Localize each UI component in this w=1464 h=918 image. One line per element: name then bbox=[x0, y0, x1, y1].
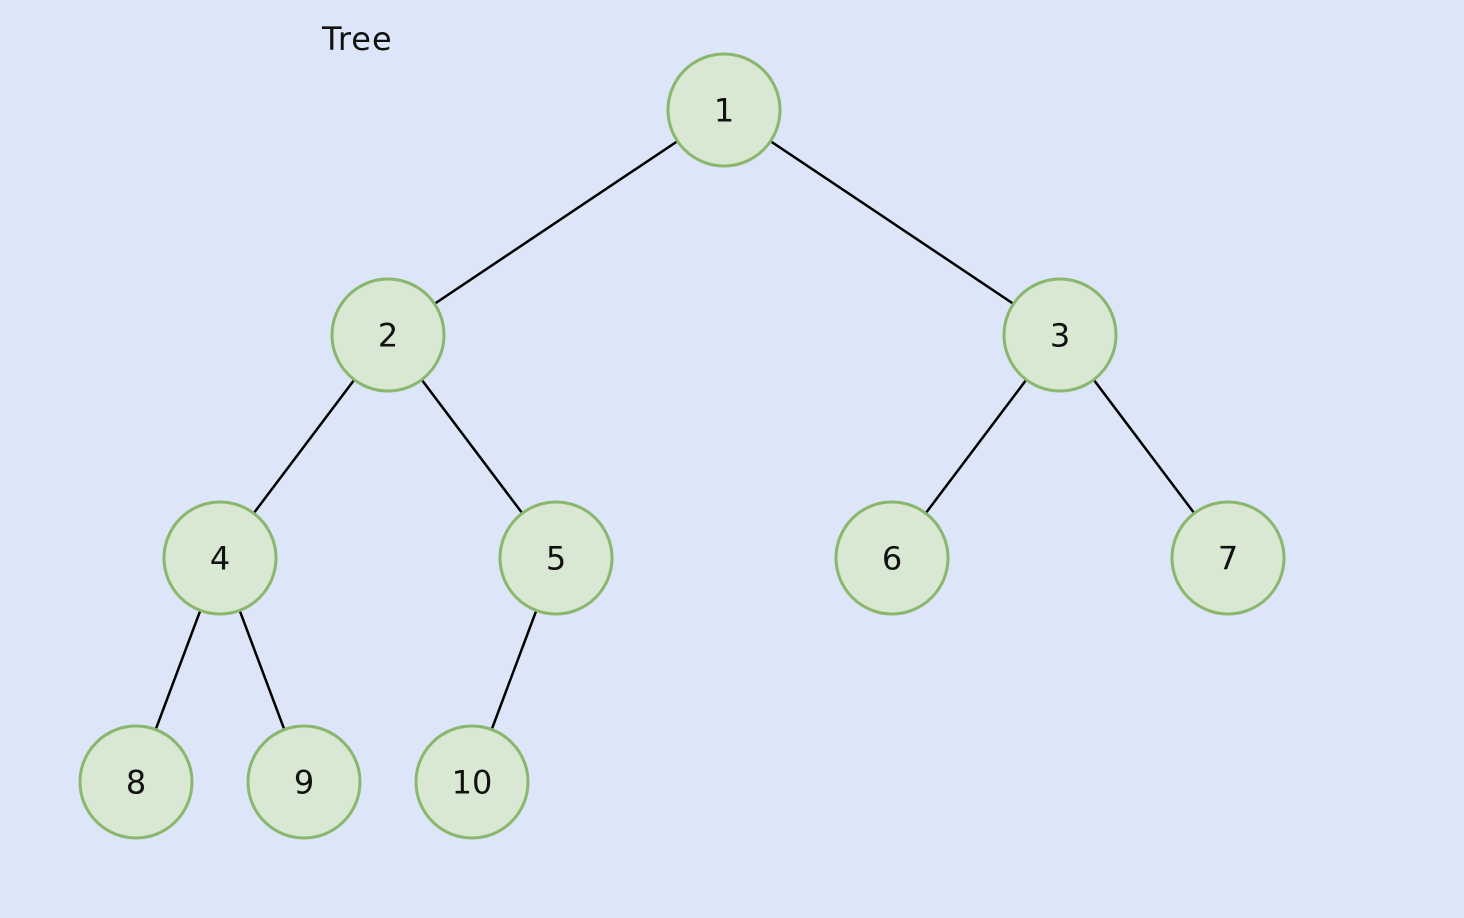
tree-node-label-4: 4 bbox=[210, 540, 230, 578]
tree-node-5: 5 bbox=[498, 500, 614, 616]
tree-node-10: 10 bbox=[414, 724, 530, 840]
tree-node-circle-5 bbox=[498, 500, 614, 616]
tree-node-label-10: 10 bbox=[452, 764, 493, 802]
tree-node-6: 6 bbox=[834, 500, 950, 616]
tree-node-label-8: 8 bbox=[126, 764, 146, 802]
tree-node-circle-1 bbox=[666, 52, 782, 168]
tree-node-label-7: 7 bbox=[1218, 540, 1238, 578]
tree-node-1: 1 bbox=[666, 52, 782, 168]
tree-node-circle-10 bbox=[414, 724, 530, 840]
tree-node-9: 9 bbox=[246, 724, 362, 840]
tree-node-label-5: 5 bbox=[546, 540, 566, 578]
tree-node-label-6: 6 bbox=[882, 540, 902, 578]
tree-node-2: 2 bbox=[330, 277, 446, 393]
tree-edge-1-2 bbox=[387, 108, 725, 337]
tree-node-circle-6 bbox=[834, 500, 950, 616]
tree-edge-1-3 bbox=[723, 108, 1061, 337]
tree-node-circle-4 bbox=[162, 500, 278, 616]
tree-node-circle-3 bbox=[1002, 277, 1118, 393]
tree-node-label-3: 3 bbox=[1050, 317, 1070, 355]
tree-node-label-1: 1 bbox=[714, 92, 734, 130]
tree-node-8: 8 bbox=[78, 724, 194, 840]
tree-node-label-2: 2 bbox=[378, 317, 398, 355]
tree-node-4: 4 bbox=[162, 500, 278, 616]
tree-node-circle-8 bbox=[78, 724, 194, 840]
tree-node-circle-7 bbox=[1170, 500, 1286, 616]
tree-node-circle-2 bbox=[330, 277, 446, 393]
tree-node-circle-9 bbox=[246, 724, 362, 840]
tree-node-3: 3 bbox=[1002, 277, 1118, 393]
tree-node-label-9: 9 bbox=[294, 764, 314, 802]
tree-node-7: 7 bbox=[1170, 500, 1286, 616]
diagram-title: Tree bbox=[322, 20, 393, 58]
